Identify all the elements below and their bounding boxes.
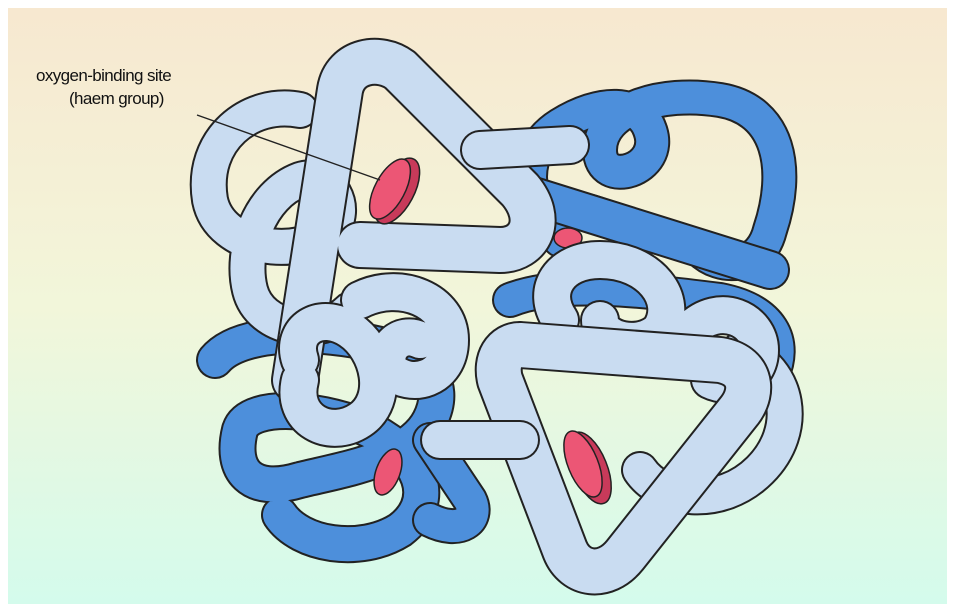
label-line-2: (haem group): [69, 89, 164, 108]
label-line-1: oxygen-binding site: [36, 66, 171, 85]
